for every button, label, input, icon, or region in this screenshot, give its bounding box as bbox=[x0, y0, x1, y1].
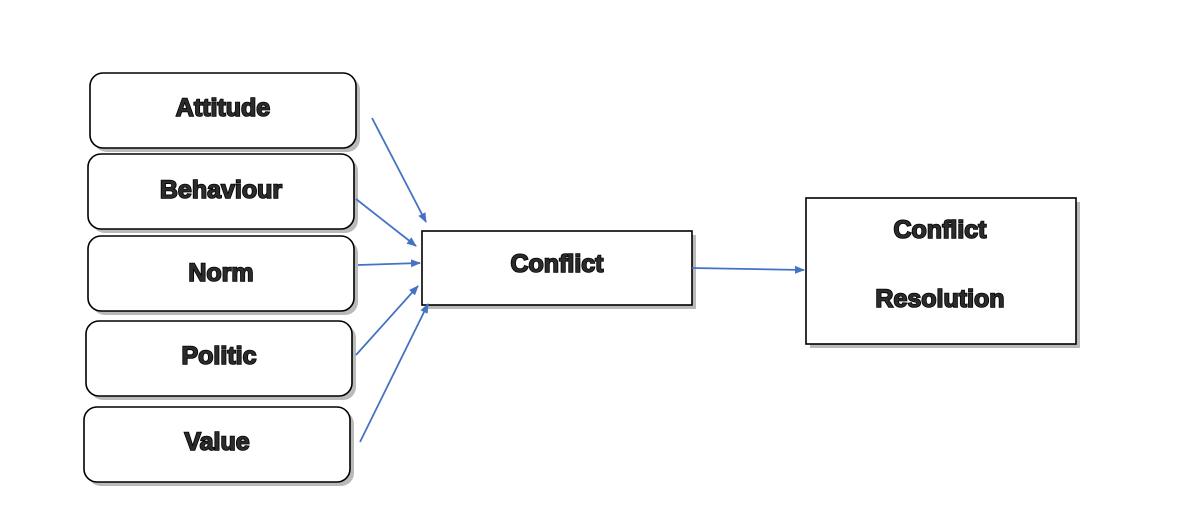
arrow-conflict-to-resolution bbox=[691, 265, 805, 274]
factor-behaviour-box: Behaviour bbox=[87, 153, 358, 233]
factor-behaviour-label: Behaviour bbox=[160, 176, 283, 204]
factor-attitude-box: Attitude bbox=[89, 72, 360, 152]
conflict-resolution-label-line1: Conflict bbox=[893, 216, 987, 244]
arrow-attitude-to-conflict bbox=[371, 117, 427, 223]
arrow-norm-to-conflict bbox=[357, 259, 421, 268]
conflict-label: Conflict bbox=[510, 250, 604, 278]
factor-value-box: Value bbox=[83, 406, 354, 486]
conflict-resolution-box: Conflict Resolution bbox=[805, 197, 1080, 348]
arrow-behaviour-to-conflict bbox=[355, 198, 417, 247]
arrow-politic-to-conflict bbox=[355, 285, 419, 356]
factor-attitude-label: Attitude bbox=[176, 94, 271, 122]
factor-norm-label: Norm bbox=[188, 259, 253, 287]
factor-politic-label: Politic bbox=[181, 342, 256, 370]
factor-norm-box: Norm bbox=[87, 235, 358, 315]
factor-value-label: Value bbox=[184, 428, 249, 456]
factor-politic-box: Politic bbox=[85, 320, 356, 400]
arrow-value-to-conflict bbox=[359, 303, 429, 443]
conflict-box: Conflict bbox=[421, 230, 696, 309]
conflict-resolution-label-line2: Resolution bbox=[875, 285, 1004, 313]
arrows bbox=[355, 117, 805, 443]
